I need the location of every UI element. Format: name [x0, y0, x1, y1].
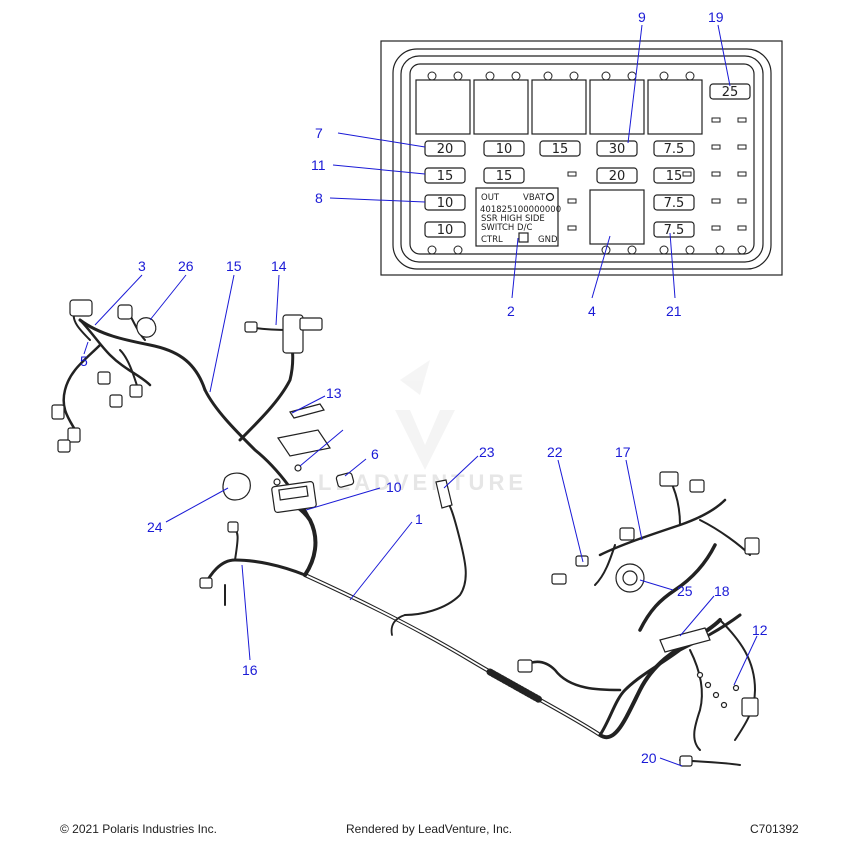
callout-3: 3 [138, 258, 146, 274]
footer-copyright: © 2021 Polaris Industries Inc. [60, 822, 217, 836]
ssr-gnd: GND [538, 235, 558, 245]
fuse-r2-2: 15 [496, 169, 513, 184]
fuse-box-detail [380, 40, 783, 276]
callout-5: 5 [80, 353, 88, 369]
fuse-r3-1: 10 [437, 196, 454, 211]
fuse-r1-3: 15 [552, 142, 569, 157]
callout-26: 26 [178, 258, 194, 274]
wiring-harness [62, 309, 756, 766]
fuse-r1-4: 30 [609, 142, 626, 157]
callout-13: 13 [326, 385, 342, 401]
callout-6: 6 [371, 446, 379, 462]
leadventure-watermark-logo [395, 360, 455, 470]
callout-numbers: 1 2 3 4 5 6 7 8 9 10 11 12 13 14 15 16 1… [80, 9, 768, 766]
callout-11: 11 [311, 157, 326, 173]
callout-25: 25 [677, 583, 693, 599]
callout-15: 15 [226, 258, 242, 274]
ssr-vbat: VBAT [523, 193, 546, 203]
callout-19: 19 [708, 9, 724, 25]
ssr-part: 401825100000000 [480, 205, 561, 215]
callout-4: 4 [588, 303, 596, 319]
fuse-r4-2: 7.5 [664, 223, 685, 238]
callout-16: 16 [242, 662, 258, 678]
callout-21: 21 [666, 303, 682, 319]
callout-14: 14 [271, 258, 287, 274]
footer-diagram-code: C701392 [750, 822, 799, 836]
callout-22: 22 [547, 444, 563, 460]
ssr-out: OUT [481, 193, 500, 203]
callout-12: 12 [752, 622, 768, 638]
fuse-labels: 20 10 15 30 7.5 15 15 20 15 10 7.5 10 7.… [437, 85, 739, 238]
callout-24: 24 [147, 519, 163, 535]
ssr-line2: SWITCH D/C [481, 223, 532, 233]
fuse-r1-5: 7.5 [664, 142, 685, 157]
ssr-ctrl: CTRL [481, 235, 503, 245]
callout-8: 8 [315, 190, 323, 206]
callout-9: 9 [638, 9, 646, 25]
fuse-r1-2: 10 [496, 142, 513, 157]
callout-23: 23 [479, 444, 495, 460]
callout-18: 18 [714, 583, 730, 599]
ssr-line1: SSR HIGH SIDE [481, 214, 545, 224]
callout-7: 7 [315, 125, 323, 141]
fuse-r2-1: 15 [437, 169, 454, 184]
footer-rendered-by: Rendered by LeadVenture, Inc. [346, 822, 513, 836]
fuse-top: 25 [722, 85, 739, 100]
callout-20: 20 [641, 750, 657, 766]
fuse-r2-4: 15 [666, 169, 683, 184]
ssr-label: OUT VBAT 401825100000000 SSR HIGH SIDE S… [480, 193, 561, 245]
fuse-r2-3: 20 [609, 169, 626, 184]
fuse-r3-2: 7.5 [664, 196, 685, 211]
callout-17: 17 [615, 444, 631, 460]
callout-leaders [83, 24, 758, 767]
harness-components [51, 299, 760, 767]
callout-10: 10 [386, 479, 402, 495]
fuse-r1-1: 20 [437, 142, 454, 157]
callout-1: 1 [415, 511, 423, 527]
fuse-r4-1: 10 [437, 223, 454, 238]
callout-2: 2 [507, 303, 515, 319]
